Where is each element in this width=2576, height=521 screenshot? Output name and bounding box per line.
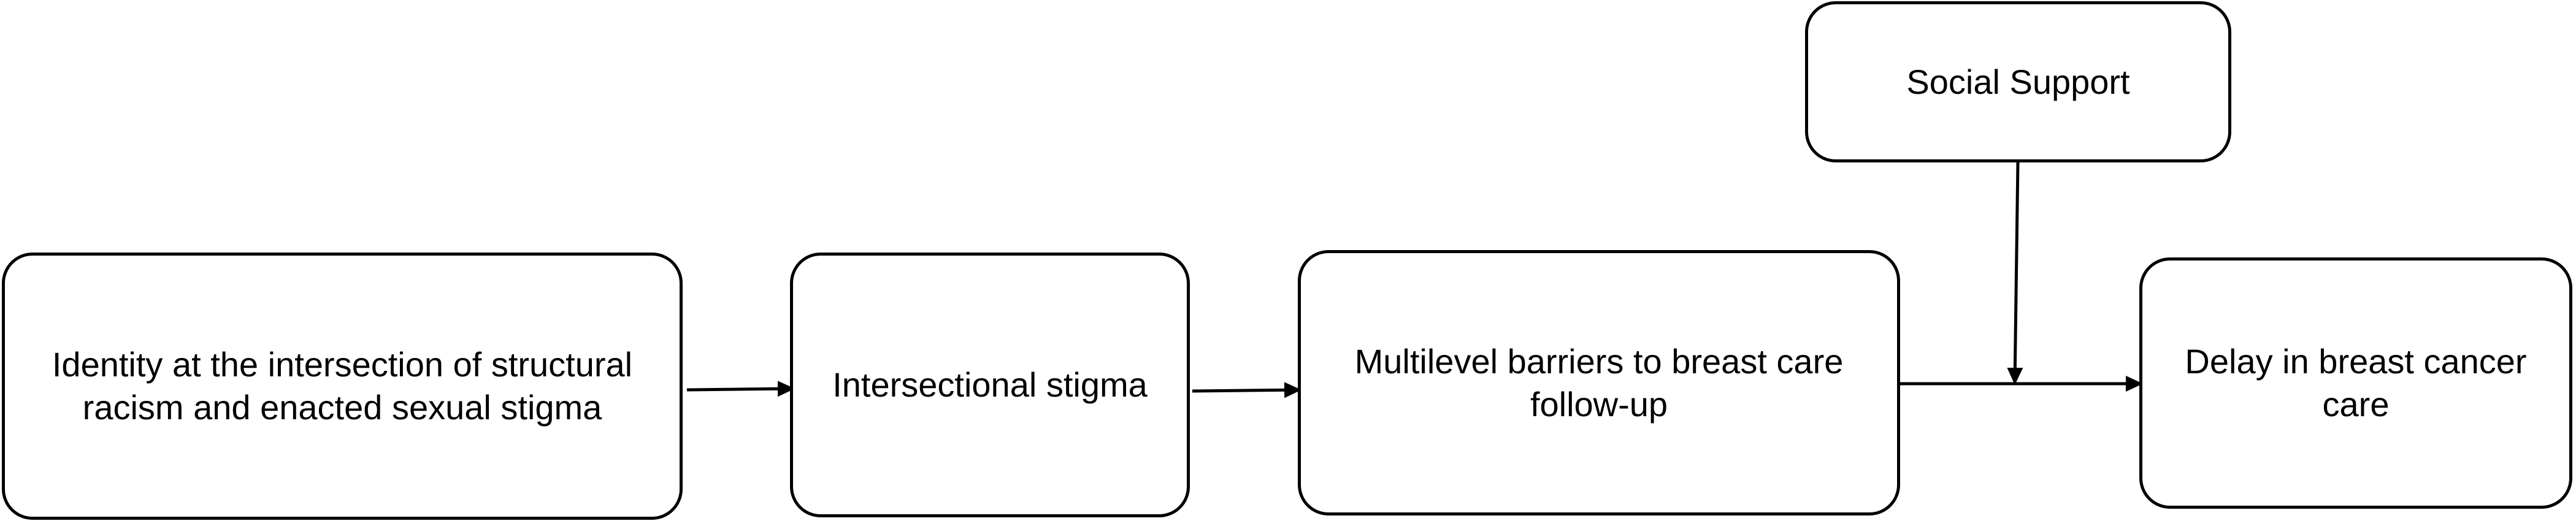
node-identity-label: Identity at the intersection of structur… <box>52 345 633 427</box>
arrow-stigma-to-barriers <box>1192 382 1302 398</box>
node-intersectional-stigma: Intersectional stigma <box>790 253 1190 517</box>
node-identity: Identity at the intersection of structur… <box>2 253 683 520</box>
arrow-identity-to-stigma <box>686 381 795 397</box>
node-social-support-label: Social Support <box>1906 62 2130 101</box>
node-social-support: Social Support <box>1805 1 2231 162</box>
node-delay-in-care-label: Delay in breast cancer care <box>2185 342 2527 424</box>
node-delay-in-care: Delay in breast cancer care <box>2139 257 2572 509</box>
node-multilevel-barriers: Multilevel barriers to breast care follo… <box>1298 250 1900 515</box>
node-intersectional-stigma-label: Intersectional stigma <box>832 365 1148 404</box>
node-multilevel-barriers-label: Multilevel barriers to breast care follo… <box>1354 341 1844 424</box>
arrow-support-to-link <box>2007 162 2023 386</box>
